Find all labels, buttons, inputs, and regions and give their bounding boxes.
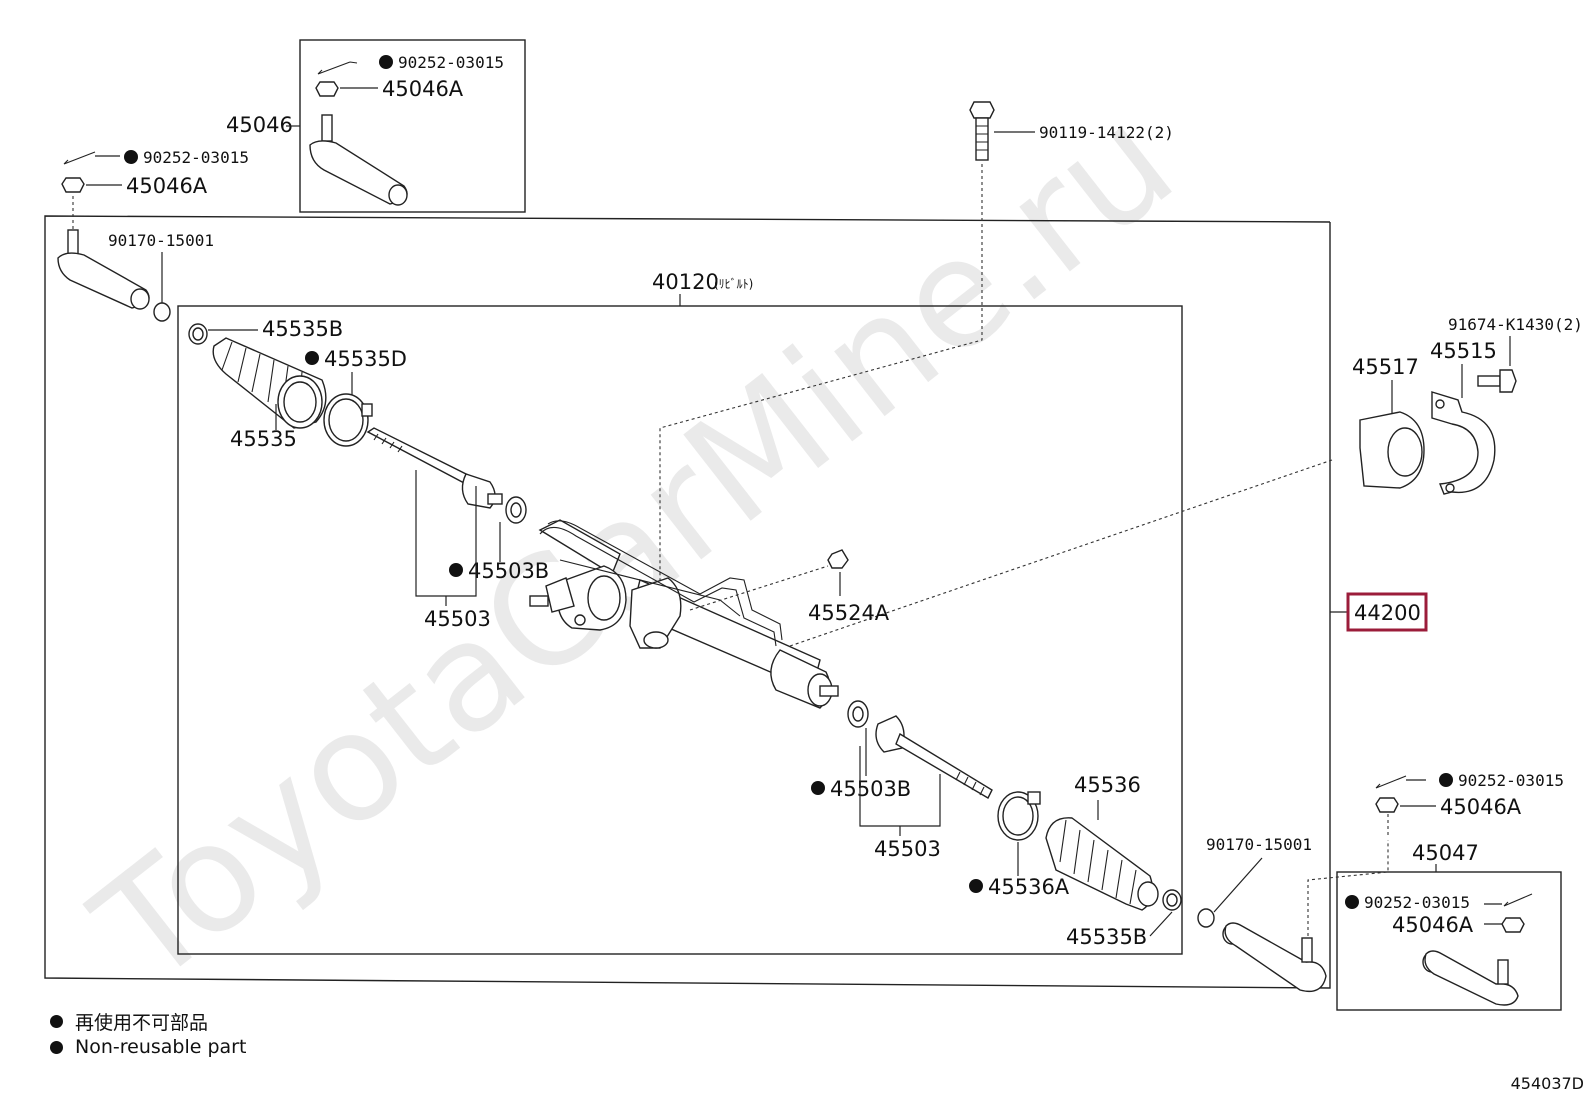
nut-left-small-label[interactable]: 90170-15001 <box>108 231 214 250</box>
assembly-label-highlight <box>1346 592 1428 632</box>
dashed-guide <box>1307 840 1389 936</box>
nut-tl-label[interactable]: 45046A <box>382 77 464 101</box>
nut-left-label[interactable]: 45046A <box>126 174 208 198</box>
diagram-code: 454037D <box>1510 1074 1584 1093</box>
boot-right-icon <box>1045 817 1159 911</box>
washer-left-label[interactable]: 45503B <box>468 559 549 583</box>
band-right-icon <box>997 791 1041 841</box>
bolt-small-icon <box>1477 369 1517 393</box>
cotter-pin-icon <box>1503 893 1533 907</box>
band-right-label[interactable]: 45536A <box>988 875 1070 899</box>
boot-left-icon <box>212 337 327 429</box>
legend-text-en: Non-reusable part <box>75 1036 247 1058</box>
non-reusable-dot <box>305 351 319 365</box>
nut-icon <box>61 177 85 193</box>
inner-rod-left-label[interactable]: 45503 <box>424 607 491 631</box>
nut-right-small-label[interactable]: 90170-15001 <box>1206 835 1312 854</box>
nut-icon <box>315 81 339 97</box>
non-reusable-dot <box>969 879 983 893</box>
inset-box-right <box>1336 871 1562 1011</box>
cotter-pin-r2-label[interactable]: 90252-03015 <box>1364 893 1470 912</box>
fitting-label[interactable]: 45524A <box>808 601 890 625</box>
cotter-pin-r1-label[interactable]: 90252-03015 <box>1458 771 1564 790</box>
assembly-label[interactable]: 44200 <box>1354 601 1421 625</box>
leader-line <box>1213 857 1263 913</box>
bracket-label[interactable]: 45515 <box>1430 339 1497 363</box>
clip-icon <box>188 323 208 345</box>
non-reusable-dot <box>1439 773 1453 787</box>
non-reusable-dot <box>379 55 393 69</box>
clip-icon <box>1162 889 1182 911</box>
fitting-icon <box>827 549 849 569</box>
bolt-top-label[interactable]: 90119-14122(2) <box>1039 123 1174 142</box>
bushing-label[interactable]: 45517 <box>1352 355 1419 379</box>
tie-rod-end-left-inset-icon <box>309 114 408 206</box>
legend-item: 再使用不可部品 <box>50 1008 246 1034</box>
bushing-icon <box>1359 411 1425 489</box>
washer-icon <box>505 496 527 524</box>
inner-rod-right-label[interactable]: 45503 <box>874 837 941 861</box>
steering-rack-icon <box>529 519 839 709</box>
subassembly-label[interactable]: 40120 <box>652 270 719 294</box>
cotter-pin-icon <box>63 151 96 165</box>
cotter-pin-icon <box>1375 775 1407 789</box>
nut-small-icon <box>1197 908 1215 928</box>
non-reusable-dot <box>1345 895 1359 909</box>
inner-rod-right-icon <box>875 715 993 799</box>
dashed-guide <box>689 565 829 611</box>
clip-right-label[interactable]: 45535B <box>1066 925 1147 949</box>
nut-r1-label[interactable]: 45046A <box>1440 795 1522 819</box>
bolt-icon <box>969 101 995 161</box>
band-left-label[interactable]: 45535D <box>324 347 407 371</box>
inner-rod-left-icon <box>366 427 503 509</box>
boot-left-label[interactable]: 45535 <box>230 427 297 451</box>
tie-rod-end-right-icon <box>1222 922 1327 993</box>
assembly-frame <box>44 215 1331 989</box>
tie-rod-end-left-label[interactable]: 45046 <box>226 113 293 137</box>
non-reusable-dot <box>124 150 138 164</box>
nut-icon <box>1501 917 1525 933</box>
legend-item: Non-reusable part <box>50 1034 246 1060</box>
cotter-pin-left-label[interactable]: 90252-03015 <box>143 148 249 167</box>
non-reusable-dot-icon <box>50 1014 63 1028</box>
tie-rod-end-left-icon <box>57 229 150 310</box>
bracket-icon <box>1431 391 1496 495</box>
bolt-right-label[interactable]: 91674-K1430(2) <box>1448 315 1583 334</box>
non-reusable-dot-icon <box>50 1040 63 1054</box>
tie-rod-end-right-label[interactable]: 45047 <box>1412 841 1479 865</box>
nut-small-icon <box>153 302 171 322</box>
leader-line <box>1149 911 1173 937</box>
dashed-guide <box>659 164 983 598</box>
legend-text-jp: 再使用不可部品 <box>75 1011 209 1034</box>
boot-right-label[interactable]: 45536 <box>1074 773 1141 797</box>
tie-rod-end-right-inset-icon <box>1422 950 1519 1006</box>
nut-icon <box>1375 797 1399 813</box>
clip-left-label[interactable]: 45535B <box>262 317 343 341</box>
washer-icon <box>847 700 869 728</box>
cotter-pin-icon <box>317 61 358 75</box>
cotter-pin-tl-label[interactable]: 90252-03015 <box>398 53 504 72</box>
band-left-icon <box>323 393 373 447</box>
non-reusable-dot <box>811 781 825 795</box>
legend: 再使用不可部品 Non-reusable part <box>50 1008 246 1060</box>
subassembly-suffix: (ﾘﾋﾞﾙﾄ) <box>714 277 753 291</box>
nut-r2-label[interactable]: 45046A <box>1392 913 1474 937</box>
non-reusable-dot <box>449 563 463 577</box>
washer-right-label[interactable]: 45503B <box>830 777 911 801</box>
